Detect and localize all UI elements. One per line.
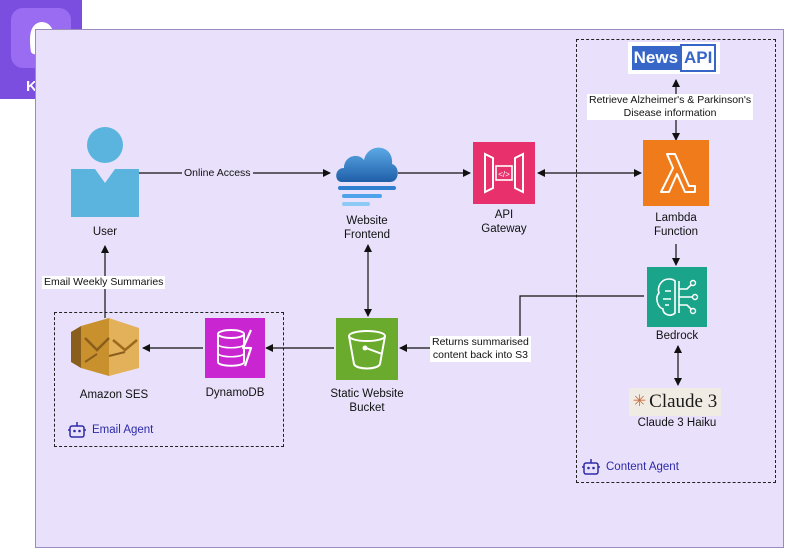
ses-label: Amazon SES [79, 389, 149, 401]
cloud-icon [336, 147, 398, 206]
claude-star-icon: ✳ [632, 393, 647, 410]
s3-bucket-icon [336, 318, 398, 380]
dynamodb-icon [205, 318, 265, 378]
bedrock-icon [647, 267, 707, 327]
lambda-label: Lambda Function [653, 212, 699, 238]
content-agent-group [576, 39, 776, 483]
user-icon [71, 127, 139, 217]
email-agent-label: Email Agent [68, 421, 153, 439]
content-agent-text: Content Agent [606, 461, 679, 473]
claude-logo: ✳ Claude 3 [629, 388, 721, 416]
svg-text:</>: </> [498, 170, 510, 179]
claude-wordmark: Claude 3 [649, 391, 718, 412]
website-frontend-label: Website Frontend [343, 215, 391, 241]
dynamodb-label: DynamoDB [205, 387, 265, 399]
user-label: User [92, 226, 118, 238]
robot-icon [68, 422, 86, 438]
newsapi-news-text: News [631, 46, 681, 70]
lambda-icon [643, 140, 709, 206]
email-agent-group [54, 312, 284, 447]
bedrock-label: Bedrock [655, 330, 699, 342]
edge-label-online-access: Online Access [182, 167, 253, 180]
static-bucket-label: Static Website Bucket [330, 388, 404, 414]
edge-label-retrieve-info: Retrieve Alzheimer's & Parkinson's Disea… [587, 94, 754, 120]
edge-label-email-weekly: Email Weekly Summaries [42, 276, 166, 289]
ses-icon [71, 318, 139, 376]
claude-label: Claude 3 Haiku [637, 417, 717, 429]
robot-icon [582, 459, 600, 475]
newsapi-api-text: API [680, 44, 717, 72]
content-agent-label: Content Agent [582, 458, 679, 476]
email-agent-text: Email Agent [92, 424, 154, 436]
api-gateway-label: API Gateway [481, 209, 527, 235]
edge-label-returns-summarised: Returns summarised content back into S3 [430, 336, 531, 362]
api-gateway-icon: </> [473, 142, 535, 204]
